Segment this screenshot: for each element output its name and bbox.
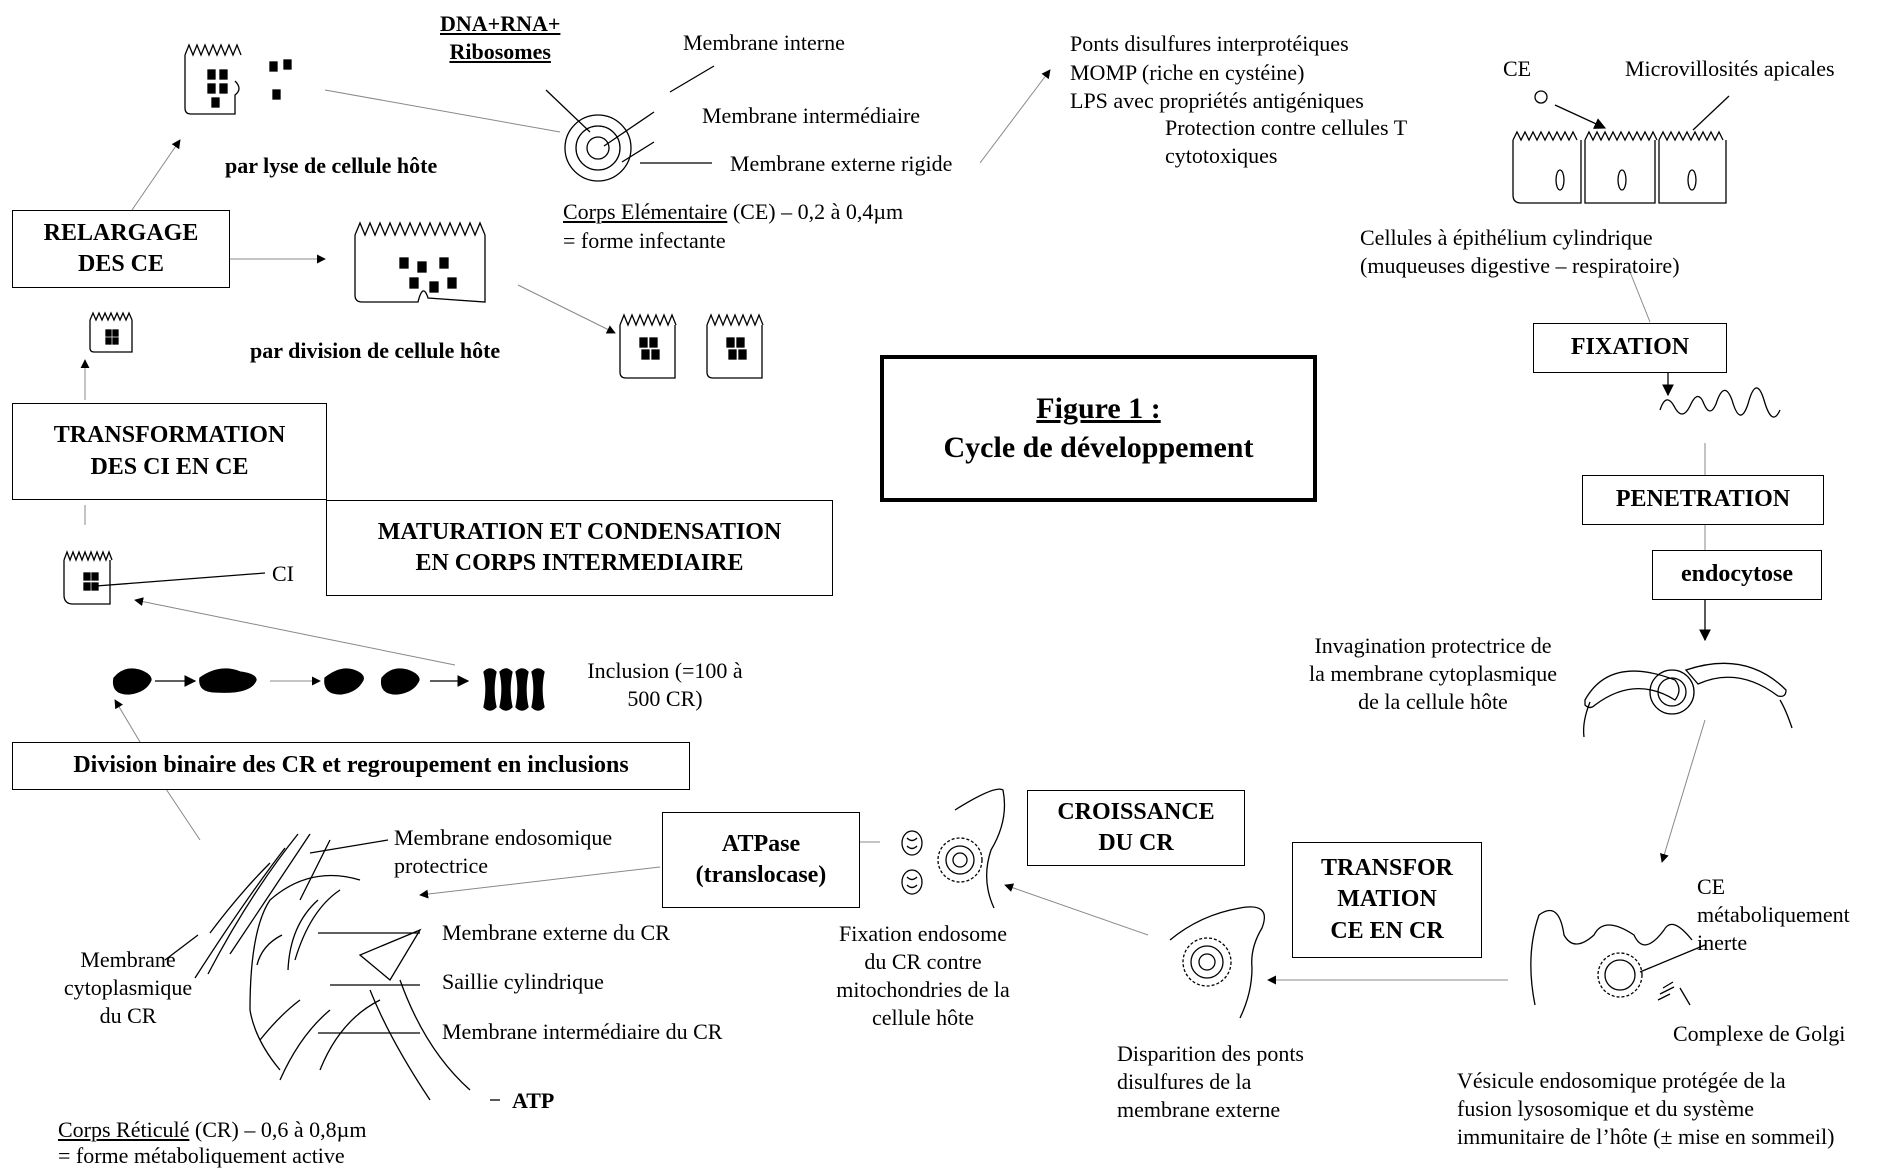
cr-name-label: Corps Réticulé (CR) – 0,6 à 0,8µm xyxy=(58,1117,367,1142)
props-line4: Protection contre cellules T xyxy=(1165,115,1408,140)
inclusion-sequence-drawing xyxy=(112,668,545,711)
host-cell-ce-drawing xyxy=(1530,909,1706,1006)
transformation-ce-cr-box: TRANSFOR MATION CE EN CR xyxy=(1292,842,1482,958)
props-line1: Ponts disulfures interprotéiques xyxy=(1070,31,1349,56)
props-line5: cytotoxiques xyxy=(1165,143,1278,168)
croissance-box: CROISSANCE DU CR xyxy=(1027,790,1245,866)
figure-title-box: Figure 1 : Cycle de développement xyxy=(880,355,1317,502)
inner-membrane-label: Membrane interne xyxy=(683,30,845,55)
epithelium-caption-2: (muqueuses digestive – respiratoire) xyxy=(1360,253,1680,278)
penetration-box: PENETRATION xyxy=(1582,475,1824,525)
invagination-label: Invagination protectrice de la membrane … xyxy=(1308,633,1558,714)
endosome-fixation-label: Fixation endosome du CR contre mitochond… xyxy=(836,921,1010,1030)
division-cell-drawing xyxy=(354,221,486,303)
division-box: Division binaire des CR et regroupement … xyxy=(12,742,690,790)
ce-inert-label: CE métaboliquement inerte xyxy=(1697,874,1850,955)
props-line2: MOMP (riche en cystéine) xyxy=(1070,60,1305,85)
ce-form-label: = forme infectante xyxy=(563,228,726,253)
small-ce-cell-drawing xyxy=(89,311,133,353)
vesicle-label: Vésicule endosomique protégée de la fusi… xyxy=(1457,1068,1835,1149)
inclusion-label: Inclusion (=100 à 500 CR) xyxy=(587,658,743,711)
daughter-cells-drawing xyxy=(619,313,764,379)
ce-top-label: CE xyxy=(1503,56,1532,81)
ce-name-label: Corps Elémentaire (CE) – 0,2 à 0,4µm xyxy=(563,199,904,224)
lysis-label: par lyse de cellule hôte xyxy=(225,153,438,178)
division-release-label: par division de cellule hôte xyxy=(250,338,501,363)
endosomic-membrane-label: Membrane endosomique protectrice xyxy=(394,825,613,878)
transformation-cell-drawing xyxy=(1169,906,1266,1019)
golgi-label: Complexe de Golgi xyxy=(1673,1021,1846,1046)
props-line3: LPS avec propriétés antigéniques xyxy=(1070,88,1364,113)
transformation-ci-ce-box: TRANSFORMATION DES CI EN CE xyxy=(12,403,327,500)
cr-form-label: = forme métaboliquement active xyxy=(58,1143,345,1168)
ce-structure-drawing xyxy=(545,65,715,182)
disulfide-loss-label: Disparition des ponts disulfures de la m… xyxy=(1117,1041,1304,1122)
ce-components-label: DNA+RNA+ Ribosomes xyxy=(440,11,561,64)
cr-drawing xyxy=(164,833,500,1101)
outer-membrane-label: Membrane externe rigide xyxy=(730,151,953,176)
atp-label: ATP xyxy=(512,1088,555,1113)
cr-intermediate-membrane-label: Membrane intermédiaire du CR xyxy=(442,1019,723,1044)
endocytose-box: endocytose xyxy=(1652,550,1822,600)
cylindrical-label: Saillie cylindrique xyxy=(442,969,604,994)
epithelium-drawing xyxy=(1512,90,1730,204)
atpase-box: ATPase (translocase) xyxy=(662,812,860,908)
relargage-box: RELARGAGE DES CE xyxy=(12,210,230,288)
microvilli-label: Microvillosités apicales xyxy=(1625,56,1835,81)
figure-subtitle: Cycle de développement xyxy=(943,430,1254,464)
figure-title: Figure 1 : xyxy=(1036,392,1161,426)
lysis-cell-drawing xyxy=(184,43,292,115)
maturation-box: MATURATION ET CONDENSATION EN CORPS INTE… xyxy=(326,500,833,596)
epithelium-caption-1: Cellules à épithélium cylindrique xyxy=(1360,225,1653,250)
ci-cell-drawing xyxy=(63,550,266,605)
croissance-drawing xyxy=(901,788,1006,909)
cytoplasmic-membrane-label: Membrane cytoplasmique du CR xyxy=(63,947,193,1028)
fixation-box: FIXATION xyxy=(1533,323,1727,373)
cr-outer-membrane-label: Membrane externe du CR xyxy=(442,920,670,945)
invagination-drawing xyxy=(1582,662,1793,738)
intermediate-membrane-label: Membrane intermédiaire xyxy=(702,103,921,128)
ci-label: CI xyxy=(272,561,294,586)
